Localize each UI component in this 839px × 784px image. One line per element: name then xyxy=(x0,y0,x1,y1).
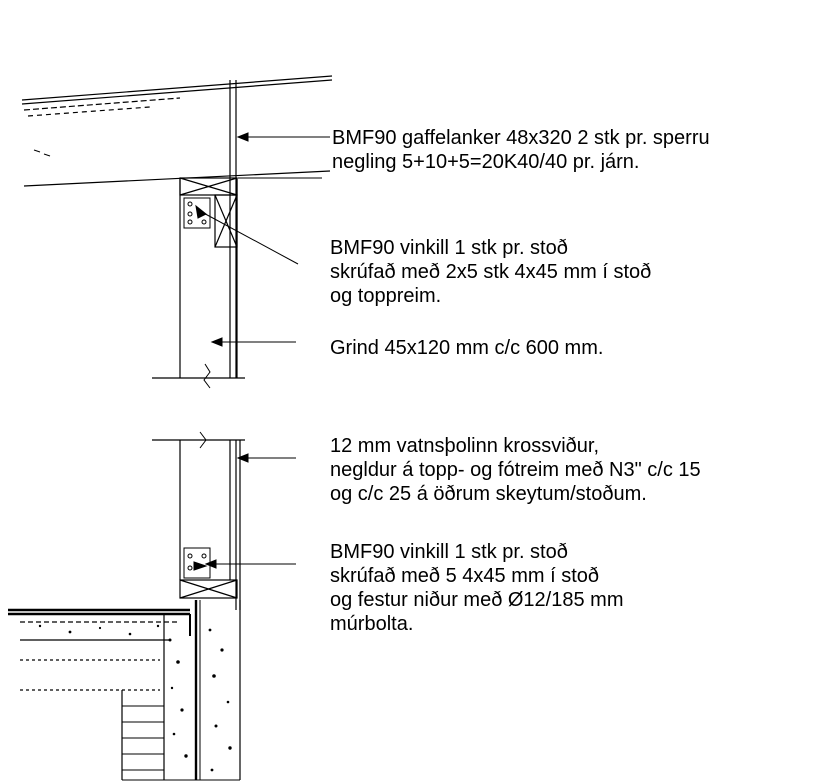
note-line: skrúfað með 2x5 stk 4x45 mm í stoð xyxy=(330,261,652,283)
note-vinkill-bottom: BMF90 vinkill 1 stk pr. stoð skrúfað með… xyxy=(330,540,623,636)
note-line: og c/c 25 á öðrum skeytum/stoðum. xyxy=(330,483,647,505)
leader-lines xyxy=(197,132,330,569)
note-line: BMF90 vinkill 1 stk pr. stoð xyxy=(330,541,568,563)
note-vinkill-top: BMF90 vinkill 1 stk pr. stoð skrúfað með… xyxy=(330,236,651,308)
note-line: múrbolta. xyxy=(330,613,414,635)
upper-wall-stud xyxy=(152,80,245,389)
concrete-hatch xyxy=(38,624,232,772)
note-krossvidur: 12 mm vatnsþolinn krossviður, negldur á … xyxy=(330,434,701,506)
note-line: og toppreim. xyxy=(330,285,442,307)
note-grind: Grind 45x120 mm c/c 600 mm. xyxy=(330,336,603,360)
note-line: Grind 45x120 mm c/c 600 mm. xyxy=(330,337,604,359)
note-line: skrúfað með 5 4x45 mm í stoð xyxy=(330,565,600,587)
note-line: 12 mm vatnsþolinn krossviður, xyxy=(330,435,600,457)
note-line: negling 5+10+5=20K40/40 pr. járn. xyxy=(332,151,640,173)
roof-rafter xyxy=(21,75,333,187)
foundation xyxy=(8,600,241,781)
note-line: BMF90 gaffelanker 48x320 2 stk pr. sperr… xyxy=(332,127,710,149)
bottom-plate xyxy=(179,579,238,599)
note-line: BMF90 vinkill 1 stk pr. stoð xyxy=(330,237,568,259)
note-line: og festur niður með Ø12/185 mm xyxy=(330,589,624,611)
note-gaffelanker: BMF90 gaffelanker 48x320 2 stk pr. sperr… xyxy=(332,126,710,174)
note-line: negldur á topp- og fótreim með N3" c/c 1… xyxy=(330,459,701,481)
upper-angle-bracket xyxy=(183,197,211,229)
lower-angle-bracket xyxy=(183,547,211,579)
lower-wall-stud xyxy=(152,431,245,610)
